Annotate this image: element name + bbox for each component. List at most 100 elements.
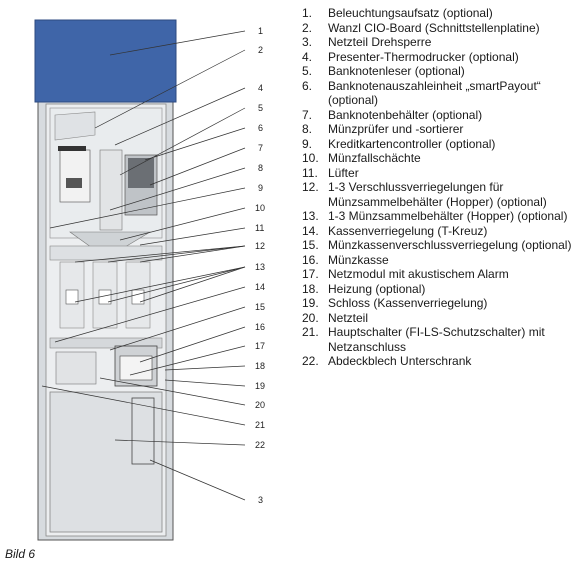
legend-item-number: 20.: [302, 310, 319, 325]
illumination-unit: [34, 19, 177, 103]
legend-item-number: 3.: [302, 35, 313, 49]
legend-item: 12. 1-3 Verschlussverriegelungen für Münz…: [302, 180, 583, 209]
power-supply: [55, 351, 97, 385]
legend-item: 16. Münzkasse: [302, 253, 583, 268]
legend-item-text: Netzteil: [328, 310, 369, 325]
legend-item: 15. Münzkassenverschlussverriegelung (opt…: [302, 238, 583, 253]
legend-item-text: Kassenverriegelung (T-Kreuz): [328, 223, 488, 238]
callout-13: 13: [255, 262, 265, 272]
legend-item-text: Netzmodul mit akustischem Alarm: [328, 267, 509, 281]
legend-item-number: 22.: [302, 354, 319, 368]
payout-unit: [99, 149, 123, 231]
callout-11: 11: [255, 223, 264, 233]
legend-item: 22. Abdeckblech Unterschrank: [302, 354, 583, 369]
legend-item-text: Kreditkartencontroller (optional): [328, 136, 496, 151]
legend-item-number: 2.: [302, 20, 313, 35]
banknote-container-dark: [128, 158, 154, 188]
callout-8: 8: [258, 163, 263, 173]
cio-board: [59, 149, 91, 203]
legend-item: 19. Schloss (Kassenverriegelung): [302, 296, 583, 311]
callout-17: 17: [255, 341, 265, 351]
callout-3: 3: [258, 495, 263, 505]
legend-item-number: 7.: [302, 107, 313, 122]
legend-item: 9. Kreditkartencontroller (optional): [302, 137, 583, 152]
callout-9: 9: [258, 183, 263, 193]
legend-item-number: 8.: [302, 122, 313, 136]
legend-item: 18. Heizung (optional): [302, 282, 583, 297]
leader-lines: [41, 30, 246, 501]
callout-6: 6: [258, 123, 263, 133]
callout-18: 18: [255, 361, 265, 371]
cio-board-chip: [66, 178, 82, 188]
legend-item: 4. Presenter-Thermodrucker (optional): [302, 50, 583, 65]
callout-14: 14: [255, 282, 265, 292]
legend-item-text: Münzkasse: [328, 252, 389, 267]
callout-16: 16: [255, 322, 265, 332]
legend-item: 14. Kassenverriegelung (T-Kreuz): [302, 224, 583, 239]
lower-cover: [49, 391, 163, 533]
legend-item-text: Netzteil Drehsperre: [328, 35, 432, 49]
lower-shelf: [49, 337, 163, 349]
legend-item-number: 15.: [302, 238, 319, 252]
legend-item-number: 12.: [302, 180, 319, 194]
callout-1: 1: [258, 26, 263, 36]
legend-item-text: Presenter-Thermodrucker (optional): [328, 49, 519, 64]
legend-item-text: 1-3 Münzsammelbehälter (Hopper) (optiona…: [328, 209, 568, 223]
legend-item-text: Heizung (optional): [328, 281, 426, 296]
legend-list: 1.Beleuchtungsaufsatz (optional)2.Wanzl …: [302, 6, 583, 369]
legend-item-text: 1-3 Verschlussverriegelungen für Münzsam…: [328, 180, 547, 209]
legend-item: 13. 1-3 Münzsammelbehälter (Hopper) (opti…: [302, 209, 583, 224]
legend-item: 21.Hauptschalter (FI-LS-Schutzschalter) …: [302, 325, 583, 354]
legend-item: 17. Netzmodul mit akustischem Alarm: [302, 267, 583, 282]
hopper-window-3: [131, 289, 145, 305]
legend-item-text: Banknotenbehälter (optional): [328, 107, 483, 122]
callout-2: 2: [258, 45, 263, 55]
legend-item-number: 11.: [302, 165, 318, 180]
legend-item-number: 14.: [302, 223, 319, 238]
legend-item: 11. Lüfter: [302, 166, 583, 181]
banknote-handle: [58, 146, 86, 151]
legend-item-number: 4.: [302, 49, 313, 64]
legend-item-number: 1.: [302, 6, 313, 20]
legend-item-text: Schloss (Kassenverriegelung): [328, 296, 488, 310]
legend-item: 8. Münzprüfer und -sortierer: [302, 122, 583, 137]
callout-21: 21: [255, 420, 265, 430]
callout-5: 5: [258, 103, 263, 113]
legend-item-number: 17.: [302, 267, 319, 281]
callout-22: 22: [255, 440, 265, 450]
figure-caption: Bild 6: [5, 547, 36, 561]
legend-item-text: Banknotenauszahleinheit „smartPayout“ (o…: [328, 78, 541, 108]
printer-module: [54, 111, 96, 141]
callout-20: 20: [255, 400, 265, 410]
legend-item-text: Lüfter: [328, 165, 359, 180]
legend-item-number: 10.: [302, 151, 319, 165]
callout-numbers: 1 2 4 5 6 7 8 9 10 11 12 13 14 15 16 17 …: [255, 26, 265, 505]
callout-12: 12: [255, 241, 265, 251]
callout-19: 19: [255, 381, 265, 391]
legend-item: 1. Beleuchtungsaufsatz (optional): [302, 6, 583, 21]
callout-15: 15: [255, 302, 265, 312]
legend-item-number: 19.: [302, 296, 319, 310]
legend-item: 3. Netzteil Drehsperre: [302, 35, 583, 50]
legend-item-number: 5.: [302, 64, 313, 78]
legend-item-text: Beleuchtungsaufsatz (optional): [328, 6, 493, 20]
legend-item-number: 16.: [302, 252, 319, 267]
legend-item-text: Münzprüfer und -sortierer: [328, 122, 464, 136]
legend-item-number: 9.: [302, 136, 313, 151]
callout-7: 7: [258, 143, 263, 153]
legend-item: 20. Netzteil: [302, 311, 583, 326]
legend-item-number: 13.: [302, 209, 319, 223]
legend-item-number: 18.: [302, 281, 319, 296]
legend-item-text: Banknotenleser (optional): [328, 64, 465, 78]
legend-item-text: Abdeckblech Unterschrank: [328, 354, 472, 368]
legend-item: 6.Banknotenauszahleinheit „smartPayout“ …: [302, 79, 583, 108]
legend-item: 10.Münzfallschächte: [302, 151, 583, 166]
legend-item-text: Münzkassenverschlussverriegelung (option…: [328, 238, 572, 252]
legend-item-number: 21.: [302, 325, 319, 339]
callout-10: 10: [255, 203, 265, 213]
lock-panel: [131, 397, 155, 465]
legend-item: 7. Banknotenbehälter (optional): [302, 108, 583, 123]
callout-4: 4: [258, 83, 263, 93]
legend-item: 5. Banknotenleser (optional): [302, 64, 583, 79]
